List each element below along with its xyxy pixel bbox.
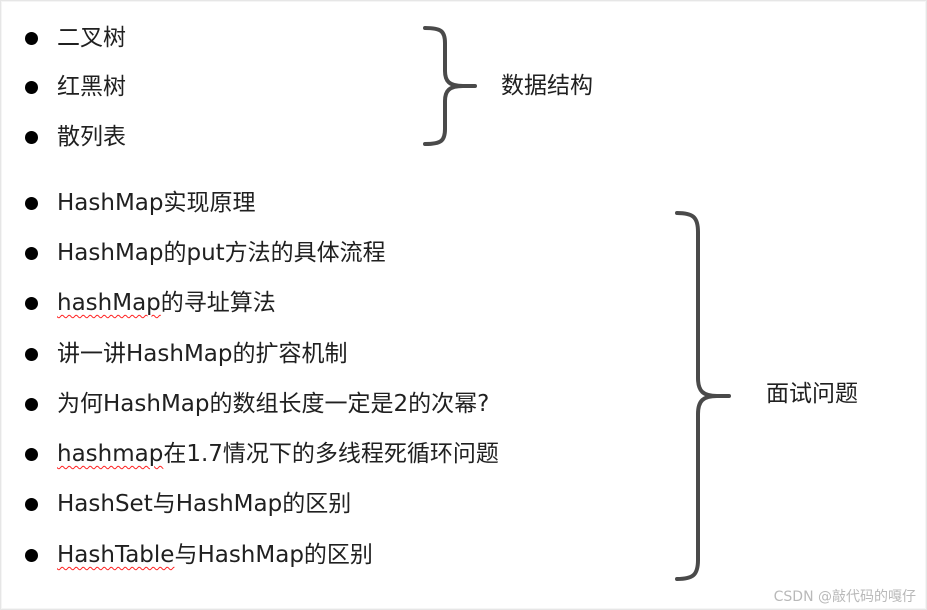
list-item: 为何HashMap的数组长度一定是2的次幂? <box>25 389 489 419</box>
list-item: 讲一讲HashMap的扩容机制 <box>25 339 348 369</box>
right-brace-icon <box>423 26 477 146</box>
group-label-interview-questions: 面试问题 <box>766 381 858 407</box>
right-brace-icon <box>675 211 731 581</box>
list-item-text: 讲一讲HashMap的扩容机制 <box>57 341 348 367</box>
list-item: hashmap在1.7情况下的多线程死循环问题 <box>25 439 499 469</box>
list-item-text: 散列表 <box>57 124 126 150</box>
bullet-dot <box>25 246 38 260</box>
list-item: 二叉树 <box>25 23 126 53</box>
list-item: 散列表 <box>25 122 126 152</box>
list-item-text: hashmap在1.7情况下的多线程死循环问题 <box>57 441 499 467</box>
bullet-dot <box>25 347 38 361</box>
list-item: HashTable与HashMap的区别 <box>25 540 373 570</box>
bullet-dot <box>25 447 38 461</box>
spellcheck-underline: hashMap <box>57 290 161 316</box>
spellcheck-underline: HashTable <box>57 542 175 568</box>
list-item-text: 二叉树 <box>57 25 126 51</box>
group-label-data-structures: 数据结构 <box>501 73 593 99</box>
list-item: HashMap实现原理 <box>25 188 256 218</box>
list-item: HashMap的put方法的具体流程 <box>25 238 386 268</box>
bullet-dot <box>25 296 38 310</box>
bullet-dot <box>25 397 38 411</box>
bullet-dot <box>25 497 38 511</box>
bullet-dot <box>25 31 38 45</box>
list-item-text: 红黑树 <box>57 74 126 100</box>
list-item-text: 为何HashMap的数组长度一定是2的次幂? <box>57 391 490 417</box>
list-item: hashMap的寻址算法 <box>25 288 276 318</box>
list-item-text: HashMap实现原理 <box>57 190 256 216</box>
list-item: 红黑树 <box>25 72 126 102</box>
bullet-dot <box>25 548 38 562</box>
list-item-text: HashMap的put方法的具体流程 <box>57 240 386 266</box>
bullet-dot <box>25 80 38 94</box>
bullet-dot <box>25 196 38 210</box>
spellcheck-underline: hashmap <box>57 441 164 467</box>
list-item-text: hashMap的寻址算法 <box>57 290 276 316</box>
watermark: CSDN @敲代码的嘎仔 <box>773 589 916 605</box>
list-item-text: HashTable与HashMap的区别 <box>57 542 373 568</box>
list-item: HashSet与HashMap的区别 <box>25 489 351 519</box>
bullet-dot <box>25 130 38 144</box>
list-item-text: HashSet与HashMap的区别 <box>57 491 352 517</box>
